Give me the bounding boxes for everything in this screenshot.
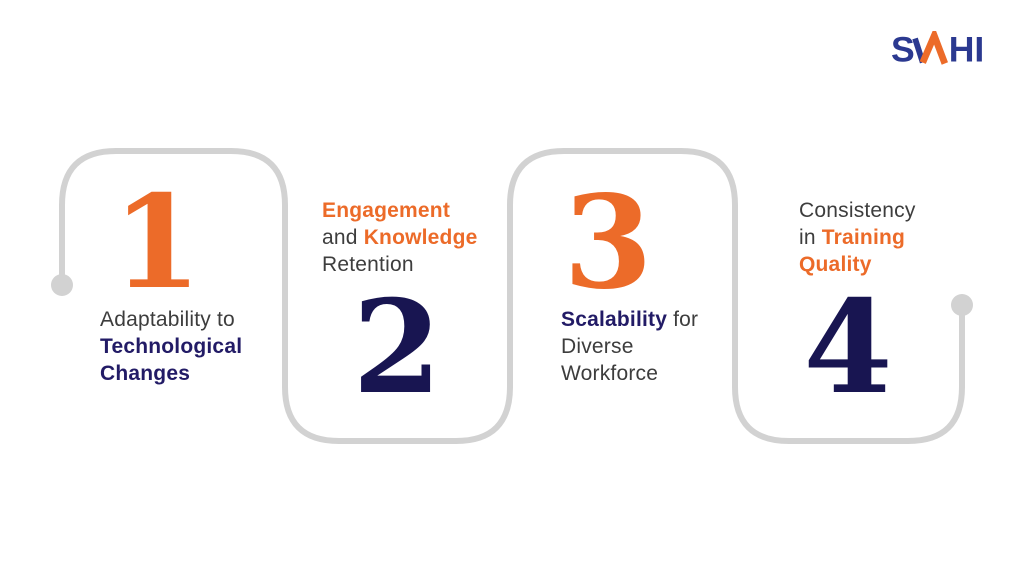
step-3-keyword: Scalability: [561, 308, 668, 331]
step-2-line-3: Retention: [322, 251, 517, 278]
path-end-dot: [951, 294, 973, 316]
logo-letter-a-icon: [912, 31, 948, 65]
step-1-keyword-2: Changes: [100, 362, 191, 385]
step-4-number: 4: [803, 273, 892, 423]
step-1-label: Adaptability to Technological Changes: [100, 306, 295, 387]
step-4-label: Consistency in Training Quality: [799, 197, 994, 278]
step-2-line-2: and Knowledge: [322, 224, 517, 251]
step-2-text: and: [322, 226, 364, 249]
step-1-keyword: Technological: [100, 335, 243, 358]
step-4-keyword-2: Quality: [799, 253, 872, 276]
serpentine-line: [59, 148, 965, 444]
step-3-line-2: Diverse: [561, 333, 756, 360]
step-4-line-3: Quality: [799, 251, 994, 278]
step-4-text: Consistency: [799, 199, 916, 222]
step-1-line-1: Adaptability to: [100, 306, 295, 333]
brand-logo: S HI: [891, 31, 985, 70]
step-3-text-3: Workforce: [561, 362, 659, 385]
step-1-line-3: Changes: [100, 360, 295, 387]
step-1-line-2: Technological: [100, 333, 295, 360]
step-1-number: 1: [112, 168, 201, 318]
step-3-line-3: Workforce: [561, 360, 756, 387]
step-2-keyword: Engagement: [322, 199, 451, 222]
step-3-text: for: [667, 308, 699, 331]
step-2-keyword-2: Knowledge: [363, 226, 478, 249]
logo-letter-hi: HI: [949, 31, 985, 70]
step-4-line-2: in Training: [799, 224, 994, 251]
step-3-line-1: Scalability for: [561, 306, 756, 333]
step-2-text-2: Retention: [322, 253, 414, 276]
step-2-number: 2: [352, 273, 441, 423]
step-4-keyword: Training: [821, 226, 906, 249]
step-3-label: Scalability for Diverse Workforce: [561, 306, 756, 387]
logo-letter-s: S: [891, 31, 915, 70]
step-4-text-2: in: [799, 226, 822, 249]
step-3-number: 3: [563, 168, 652, 318]
step-2-label: Engagement and Knowledge Retention: [322, 197, 517, 278]
step-3-text-2: Diverse: [561, 335, 634, 358]
step-4-line-1: Consistency: [799, 197, 994, 224]
step-1-text: Adaptability to: [100, 308, 235, 331]
step-2-line-1: Engagement: [322, 197, 517, 224]
path-start-dot: [51, 274, 73, 296]
